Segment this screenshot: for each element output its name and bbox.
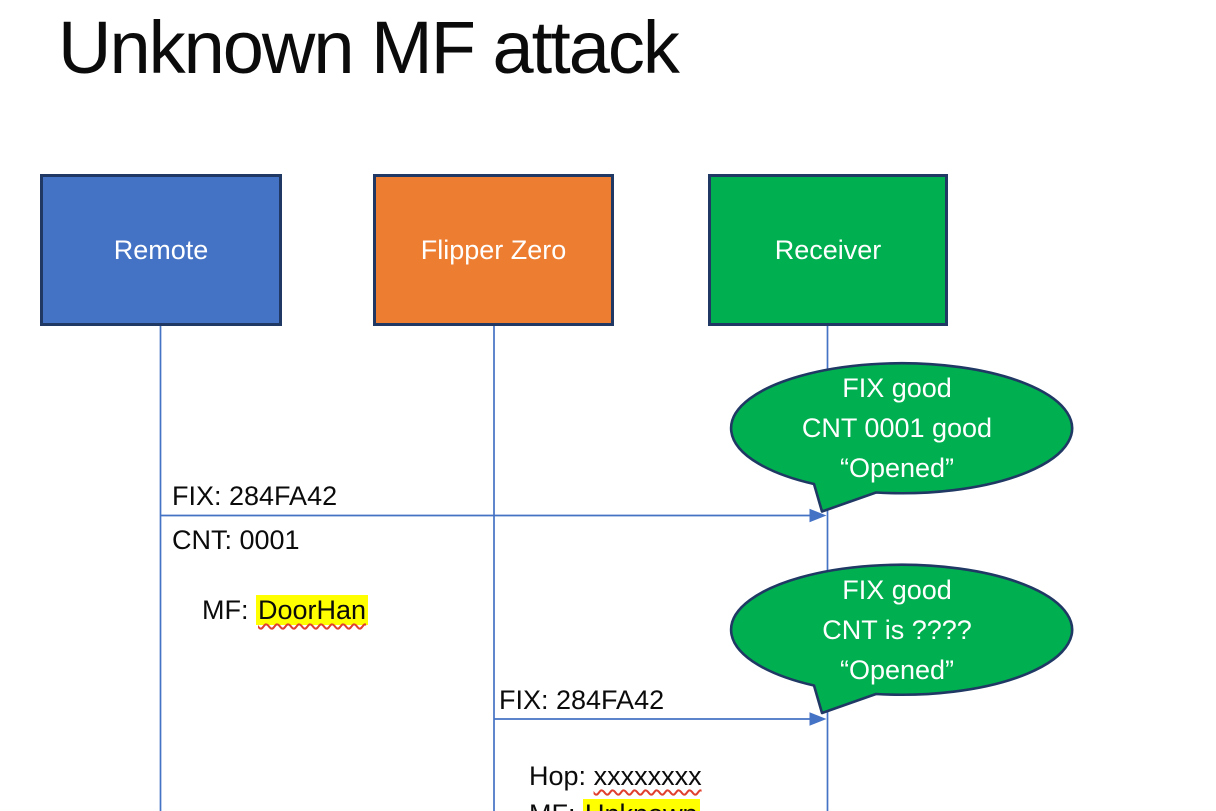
actor-label-receiver: Receiver <box>774 234 882 265</box>
message1-fix-line: FIX: 284FA42 <box>172 481 338 511</box>
message1-mf-value-highlighted: DoorHan <box>256 595 369 625</box>
actor-box-remote: Remote <box>40 174 282 326</box>
message2-hop-prefix: Hop: <box>529 761 594 791</box>
message2-mf-prefix: MF: <box>529 799 583 811</box>
message2-mf-line: MF: Unknown <box>499 766 700 811</box>
callout2-line3: “Opened” <box>839 655 955 685</box>
message2-hop-value: xxxxxxxx <box>593 761 702 791</box>
slide-title: Unknown MF attack <box>58 6 680 89</box>
actor-box-receiver: Receiver <box>708 174 948 326</box>
actor-box-flipper-zero: Flipper Zero <box>373 174 614 326</box>
callout-bubble-2 <box>729 563 1074 715</box>
message2-hop-line: Hop: xxxxxxxx <box>499 728 702 811</box>
callout1-text: FIX good CNT 0001 good “Opened” <box>707 368 1087 488</box>
callout1-line3: “Opened” <box>839 453 955 483</box>
callout2-line1: FIX good <box>842 575 952 605</box>
message2-mf-value-highlighted: Unknown <box>583 799 700 811</box>
callout2-text: FIX good CNT is ???? “Opened” <box>707 570 1087 690</box>
callout1-line1: FIX good <box>842 373 952 403</box>
message1-mf-line: MF: DoorHan <box>172 562 369 658</box>
callout-bubble-1 <box>729 361 1074 513</box>
message2-fix-line: FIX: 284FA42 <box>499 685 665 715</box>
message1-cnt-line: CNT: 0001 <box>172 525 300 555</box>
message1-mf-prefix: MF: <box>202 595 257 625</box>
callout2-line2: CNT is ???? <box>822 615 972 645</box>
actor-label-flipper-zero: Flipper Zero <box>420 234 567 265</box>
arrowhead-remote-to-receiver <box>809 508 827 523</box>
callout1-line2: CNT 0001 good <box>801 413 993 443</box>
actor-label-remote: Remote <box>113 234 209 265</box>
arrowhead-flipper-to-receiver <box>809 712 827 726</box>
